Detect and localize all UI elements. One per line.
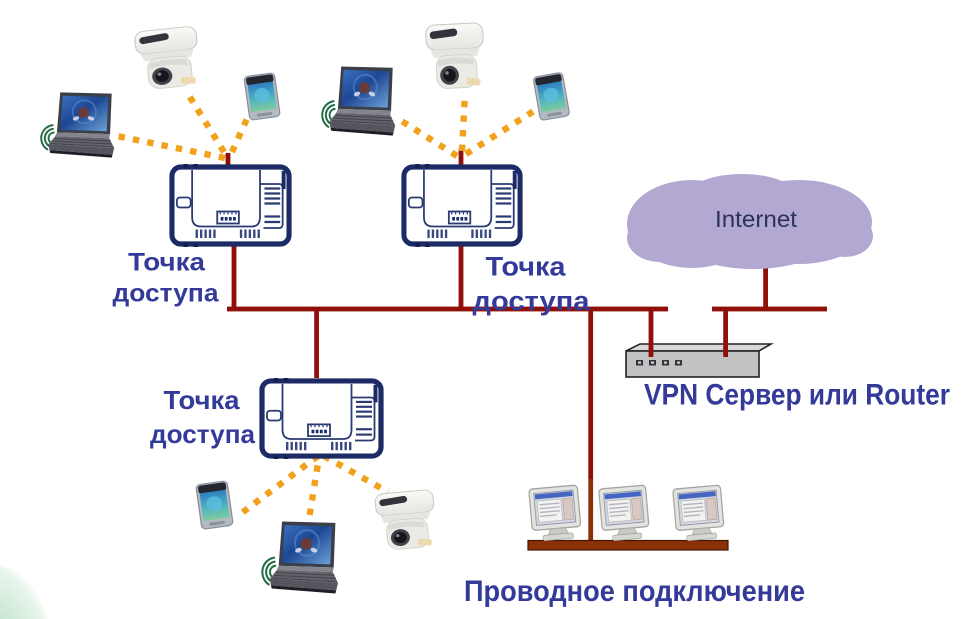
svg-text:Проводное подключение: Проводное подключение [464, 575, 805, 608]
svg-text:Точка: Точка [164, 385, 241, 415]
svg-text:Точка: Точка [128, 249, 206, 277]
svg-text:Точка: Точка [486, 252, 567, 282]
svg-text:Internet: Internet [715, 206, 798, 232]
svg-text:доступа: доступа [150, 419, 256, 449]
svg-text:VPN Сервер или Router: VPN Сервер или Router [644, 379, 950, 412]
svg-text:доступа: доступа [473, 286, 591, 316]
svg-text:доступа: доступа [113, 280, 220, 308]
